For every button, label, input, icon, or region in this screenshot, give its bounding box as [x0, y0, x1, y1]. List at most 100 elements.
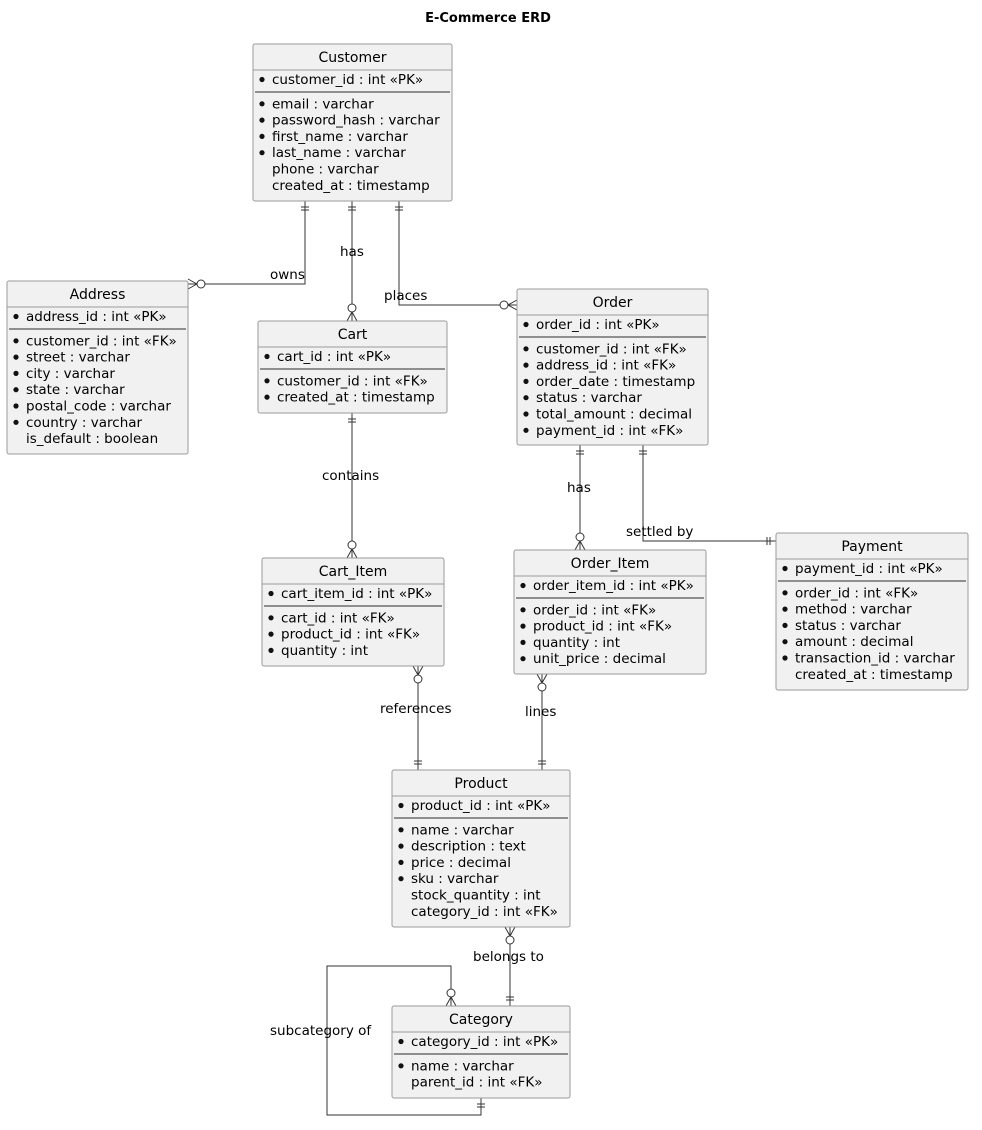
entity-box: [252, 43, 453, 202]
attribute: street : varchar: [26, 350, 130, 366]
crow-foot-line: [574, 540, 581, 551]
relationship-label: has: [340, 244, 364, 260]
attribute: created_at : timestamp: [277, 390, 435, 406]
entity-name: Category: [449, 1012, 513, 1028]
crow-foot-line: [507, 304, 518, 311]
attribute: order_id : int «FK»: [795, 585, 918, 601]
attribute: email : varchar: [272, 96, 374, 112]
crow-foot-line: [417, 665, 424, 676]
primary-key-attribute: order_id : int «PK»: [536, 317, 660, 333]
primary-key-attribute: cart_item_id : int «PK»: [281, 586, 432, 602]
crow-foot-line: [450, 996, 457, 1007]
relationship-line: [642, 445, 776, 542]
attribute: customer_id : int «FK»: [277, 373, 428, 389]
primary-key-attribute: cart_id : int «PK»: [277, 349, 391, 365]
attribute: payment_id : int «FK»: [536, 423, 683, 439]
attribute: order_id : int «FK»: [533, 602, 656, 618]
mandatory-bullet-icon: [13, 403, 19, 409]
mandatory-bullet-icon: [523, 378, 529, 384]
attribute: description : text: [411, 839, 526, 855]
mandatory-bullet-icon: [398, 1063, 404, 1069]
entity-name: Order: [593, 295, 633, 311]
mandatory-bullet-icon: [13, 419, 19, 425]
attribute: unit_price : decimal: [533, 651, 666, 667]
relationship-belongs-to: [504, 926, 516, 1006]
attribute: name : varchar: [411, 822, 514, 838]
crow-foot-line: [541, 673, 548, 684]
zero-marker-circle: [446, 988, 456, 998]
crow-foot-line: [507, 299, 518, 306]
mandatory-bullet-icon: [782, 565, 788, 572]
zero-marker-circle: [505, 935, 515, 945]
attribute: phone : varchar: [272, 162, 379, 178]
entity-name: Address: [70, 287, 126, 303]
attribute: status : varchar: [795, 618, 901, 634]
mandatory-bullet-icon: [13, 370, 19, 376]
crow-foot-line: [346, 311, 353, 322]
attribute: address_id : int «FK»: [536, 358, 676, 374]
mandatory-bullet-icon: [268, 615, 274, 621]
relationship-label: contains: [322, 468, 379, 484]
mandatory-bullet-icon: [782, 655, 788, 661]
mandatory-bullet-icon: [398, 876, 404, 882]
entity-box: [391, 1005, 571, 1099]
mandatory-bullet-icon: [782, 639, 788, 645]
attribute: status : varchar: [536, 390, 642, 406]
crow-foot-line: [412, 665, 419, 676]
crow-foot-line: [187, 278, 198, 285]
attribute: cart_id : int «FK»: [281, 610, 395, 626]
zero-marker-circle: [196, 279, 206, 289]
mandatory-bullet-icon: [268, 647, 274, 654]
crow-foot-line: [509, 926, 516, 937]
attribute: customer_id : int «FK»: [536, 341, 687, 357]
mandatory-bullet-icon: [523, 411, 529, 417]
attribute: transaction_id : varchar: [795, 651, 955, 667]
attribute: password_hash : varchar: [272, 113, 440, 129]
attribute: city : varchar: [26, 366, 115, 382]
mandatory-bullet-icon: [523, 395, 529, 401]
mandatory-bullet-icon: [264, 378, 270, 384]
mandatory-bullet-icon: [398, 802, 404, 809]
relationship-subcategory-of: [326, 965, 485, 1116]
mandatory-bullet-icon: [259, 117, 265, 123]
attribute: order_date : timestamp: [536, 374, 695, 390]
mandatory-bullet-icon: [13, 387, 19, 393]
attribute: created_at : timestamp: [795, 667, 953, 683]
mandatory-bullet-icon: [523, 346, 529, 352]
attribute: total_amount : decimal: [536, 407, 692, 423]
mandatory-bullet-icon: [523, 362, 529, 368]
attribute: last_name : varchar: [272, 145, 406, 161]
crow-foot-line: [187, 283, 198, 290]
relationship-settled-by: [639, 445, 776, 545]
mandatory-bullet-icon: [520, 582, 526, 589]
relationship-line: [188, 201, 306, 285]
mandatory-bullet-icon: [782, 606, 788, 612]
relationship-owns: [187, 201, 309, 290]
mandatory-bullet-icon: [523, 321, 529, 328]
mandatory-bullet-icon: [264, 394, 270, 400]
mandatory-bullet-icon: [259, 76, 265, 83]
zero-marker-circle: [575, 532, 585, 542]
relationship-label: owns: [270, 267, 305, 283]
mandatory-bullet-icon: [398, 859, 404, 866]
mandatory-bullet-icon: [520, 639, 526, 646]
attribute: country : varchar: [26, 415, 143, 431]
entity-name: Order_Item: [571, 556, 650, 572]
attribute: method : varchar: [795, 602, 912, 618]
entity-box: [513, 549, 707, 675]
mandatory-bullet-icon: [259, 133, 265, 139]
primary-key-attribute: customer_id : int «PK»: [272, 72, 423, 88]
relationship-line: [326, 965, 482, 1116]
mandatory-bullet-icon: [13, 354, 19, 360]
relationship-label: subcategory of: [270, 1023, 372, 1039]
attribute: quantity : int: [533, 635, 620, 651]
zero-marker-circle: [413, 674, 423, 684]
entity-name: Cart_Item: [319, 564, 387, 580]
